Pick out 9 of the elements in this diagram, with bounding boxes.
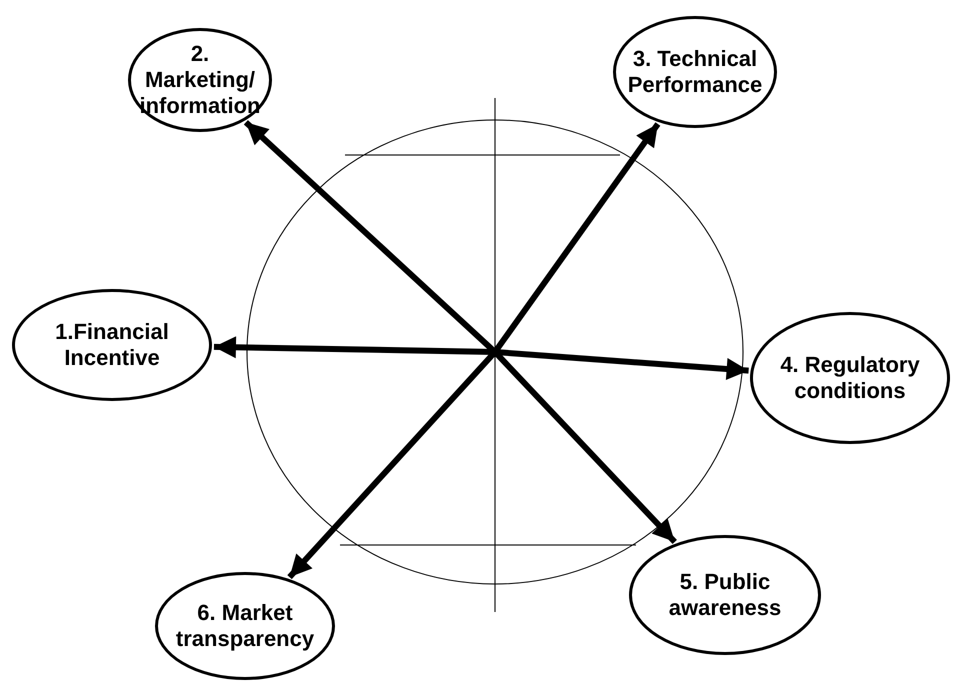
node-label: 2. Marketing/ information xyxy=(139,41,261,119)
node-label: 6. Market transparency xyxy=(174,600,316,652)
node-label: 1.Financial Incentive xyxy=(54,319,170,371)
node-label: 3. Technical Performance xyxy=(626,46,764,98)
double-headed-arrow xyxy=(244,120,677,544)
node-label: 4. Regulatory conditions xyxy=(779,352,921,404)
double-headed-arrow xyxy=(287,122,660,580)
node-label: 5. Public awareness xyxy=(668,569,782,621)
double-headed-arrow xyxy=(214,336,749,380)
